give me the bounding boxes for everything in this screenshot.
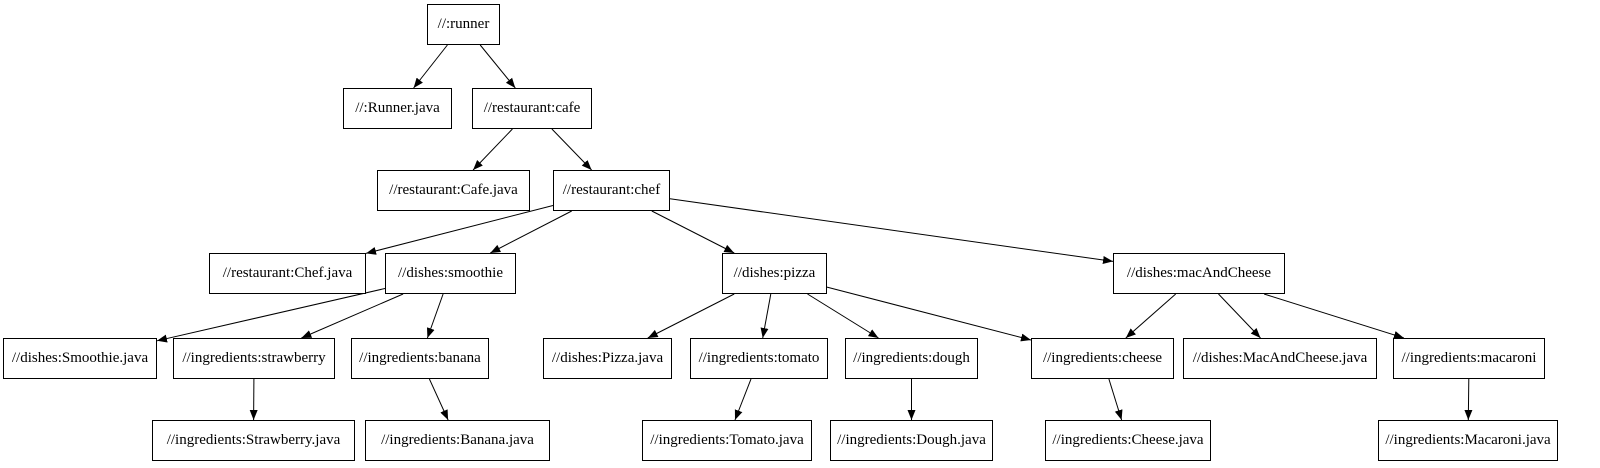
edge-chef-to-smoothie xyxy=(490,210,572,254)
graph-node-label: //dishes:smoothie xyxy=(398,265,503,281)
graph-node-label: //ingredients:Macaroni.java xyxy=(1385,432,1551,448)
graph-node-label: //dishes:Smoothie.java xyxy=(11,350,149,366)
edge-macandcheese-to-macaroni xyxy=(1263,293,1405,339)
graph-node-macandcheese_java: //dishes:MacAndCheese.java xyxy=(1183,338,1377,379)
edge-tomato-to-tomato_java xyxy=(734,378,752,421)
edge-smoothie-to-strawberry xyxy=(301,293,404,339)
graph-node-label: //:runner xyxy=(437,16,490,32)
edge-smoothie-to-banana xyxy=(426,293,444,339)
edge-pizza-to-pizza_java xyxy=(647,293,735,339)
graph-node-banana_java: //ingredients:Banana.java xyxy=(365,420,550,461)
graph-node-label: //dishes:Pizza.java xyxy=(551,350,664,366)
edge-smoothie-to-smoothie_java xyxy=(156,288,386,343)
edge-banana-to-banana_java xyxy=(428,378,449,421)
graph-node-banana: //ingredients:banana xyxy=(351,338,489,379)
edge-macandcheese-to-macandcheese_java xyxy=(1218,293,1261,339)
edge-pizza-to-cheese xyxy=(826,286,1032,342)
graph-node-label: //restaurant:Cafe.java xyxy=(389,182,518,198)
graph-node-label: //ingredients:cheese xyxy=(1042,350,1163,366)
edge-runner-to-cafe xyxy=(479,44,516,89)
graph-node-pizza: //dishes:pizza xyxy=(722,253,827,294)
graph-node-macandcheese: //dishes:macAndCheese xyxy=(1113,253,1285,294)
edge-pizza-to-dough xyxy=(807,293,879,339)
graph-node-label: //restaurant:cafe xyxy=(483,100,581,116)
graph-node-strawberry: //ingredients:strawberry xyxy=(173,338,335,379)
graph-node-label: //ingredients:Strawberry.java xyxy=(166,432,341,448)
graph-node-label: //ingredients:Dough.java xyxy=(837,432,986,448)
edge-macaroni-to-macaroni_java xyxy=(1464,378,1473,421)
graph-node-cheese: //ingredients:cheese xyxy=(1031,338,1174,379)
graph-node-macaroni: //ingredients:macaroni xyxy=(1393,338,1545,379)
graph-node-label: //dishes:pizza xyxy=(733,265,816,281)
graph-node-strawberry_java: //ingredients:Strawberry.java xyxy=(152,420,355,461)
graph-node-dough_java: //ingredients:Dough.java xyxy=(830,420,993,461)
edge-chef-to-pizza xyxy=(651,210,735,254)
graph-node-cafe: //restaurant:cafe xyxy=(472,88,592,129)
graph-node-label: //restaurant:Chef.java xyxy=(222,265,353,281)
graph-node-dough: //ingredients:dough xyxy=(845,338,978,379)
edge-cafe-to-chef xyxy=(551,128,592,171)
graph-node-chef_java: //restaurant:Chef.java xyxy=(209,253,366,294)
graph-node-runner_java: //:Runner.java xyxy=(343,88,452,129)
edge-chef-to-macandcheese xyxy=(669,198,1114,264)
edge-runner-to-runner_java xyxy=(413,44,448,89)
graph-node-tomato_java: //ingredients:Tomato.java xyxy=(642,420,812,461)
graph-node-cafe_java: //restaurant:Cafe.java xyxy=(377,170,530,211)
edge-chef-to-chef_java xyxy=(365,205,554,255)
graph-node-runner: //:runner xyxy=(427,4,500,45)
graph-node-pizza_java: //dishes:Pizza.java xyxy=(543,338,672,379)
graph-node-label: //ingredients:Cheese.java xyxy=(1052,432,1204,448)
edge-cafe-to-cafe_java xyxy=(472,128,513,171)
graph-node-cheese_java: //ingredients:Cheese.java xyxy=(1045,420,1211,461)
edge-group xyxy=(156,44,1473,421)
graph-node-macaroni_java: //ingredients:Macaroni.java xyxy=(1378,420,1558,461)
graph-node-chef: //restaurant:chef xyxy=(553,170,670,211)
graph-node-label: //ingredients:dough xyxy=(853,350,970,366)
graph-node-label: //ingredients:banana xyxy=(359,350,481,366)
graph-node-label: //dishes:macAndCheese xyxy=(1126,265,1272,281)
edge-macandcheese-to-cheese xyxy=(1125,293,1177,339)
edge-cheese-to-cheese_java xyxy=(1108,378,1123,421)
graph-node-smoothie_java: //dishes:Smoothie.java xyxy=(3,338,157,379)
graph-node-tomato: //ingredients:tomato xyxy=(690,338,828,379)
graph-node-smoothie: //dishes:smoothie xyxy=(385,253,516,294)
graph-node-label: //:Runner.java xyxy=(355,100,440,116)
graph-node-label: //restaurant:chef xyxy=(562,182,661,198)
graph-node-label: //dishes:MacAndCheese.java xyxy=(1192,350,1368,366)
graph-node-label: //ingredients:strawberry xyxy=(182,350,326,366)
graph-node-label: //ingredients:Banana.java xyxy=(381,432,534,448)
edge-pizza-to-tomato xyxy=(760,293,772,339)
graph-node-label: //ingredients:Tomato.java xyxy=(650,432,804,448)
graph-node-label: //ingredients:tomato xyxy=(698,350,820,366)
graph-node-label: //ingredients:macaroni xyxy=(1401,350,1537,366)
